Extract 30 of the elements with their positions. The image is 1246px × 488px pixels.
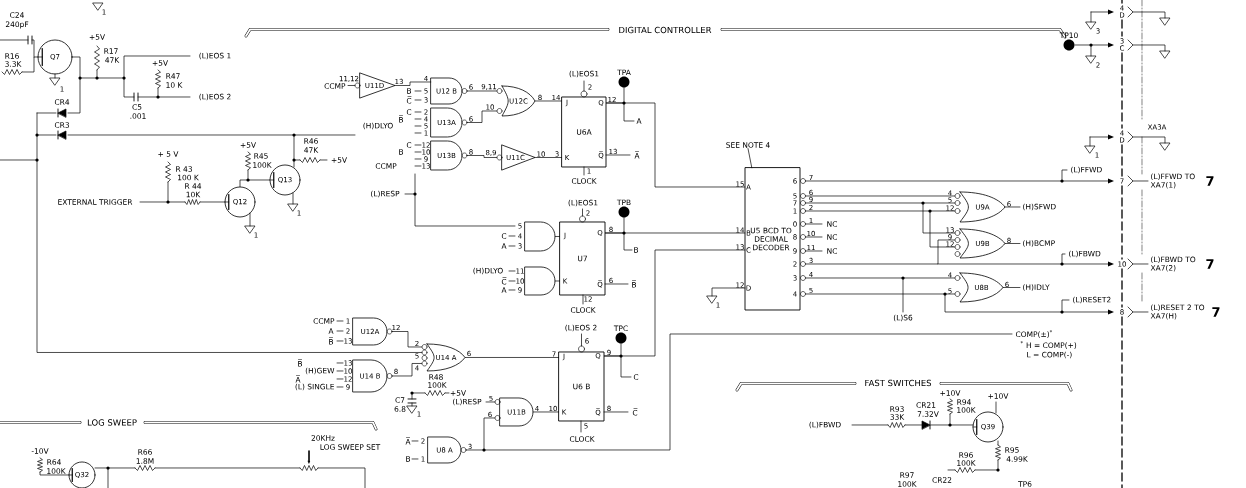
wire: [391, 331, 423, 348]
wire: [391, 363, 423, 377]
wire: [466, 110, 498, 123]
section-heading: FAST SWITCHES: [865, 379, 932, 387]
wire: [805, 277, 956, 279]
sheet-number: 7: [1212, 307, 1220, 317]
wire: [805, 239, 956, 265]
wire: [805, 293, 956, 295]
wire: [534, 100, 562, 102]
wire: [606, 102, 746, 188]
wire: [554, 236, 560, 237]
sheet-number: 7: [1206, 176, 1214, 186]
wire: [747, 148, 753, 169]
and-gate: [508, 221, 556, 252]
wire: [466, 155, 498, 158]
section-heading: DIGITAL CONTROLLER: [619, 26, 712, 34]
section-heading: LOG SWEEP: [87, 419, 137, 426]
wire: [605, 232, 746, 234]
wire: [239, 179, 270, 187]
wire: [465, 417, 496, 451]
wire: [394, 81, 432, 86]
wire: [532, 411, 559, 413]
wire: [604, 249, 746, 357]
wire: [534, 157, 562, 158]
wire: [554, 280, 560, 282]
wire: [464, 357, 559, 358]
sheet-number: 7: [1206, 259, 1214, 269]
wire: [466, 90, 498, 92]
and-gate: [508, 266, 556, 296]
wire: [805, 195, 956, 197]
